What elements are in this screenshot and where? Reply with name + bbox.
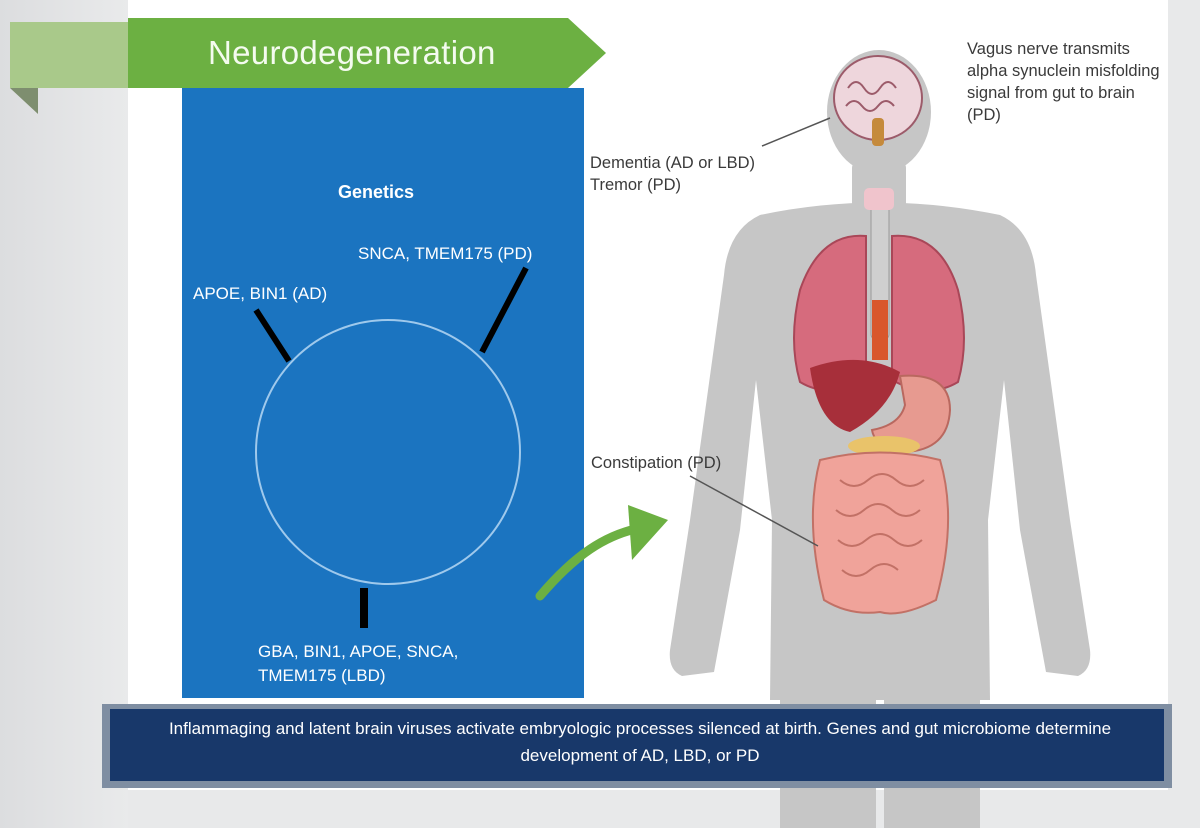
lungs-icon xyxy=(793,234,965,392)
connector-ad xyxy=(253,308,292,363)
leader-constipation xyxy=(689,475,819,547)
intestines-icon xyxy=(811,451,950,615)
banner-ribbon-tail xyxy=(10,22,134,88)
connector-pd xyxy=(479,266,529,354)
title-banner xyxy=(128,18,568,88)
tremor-label: Tremor (PD) xyxy=(590,176,682,194)
banner-title: Neurodegeneration xyxy=(208,34,496,71)
lbd-genes-label: GBA, BIN1, APOE, SNCA, TMEM175 (LBD) xyxy=(258,642,459,685)
footer-panel xyxy=(110,709,1164,781)
genetics-circle xyxy=(255,319,521,585)
brain-icon xyxy=(833,55,923,146)
genetics-title: Genetics xyxy=(338,182,415,202)
vagus-nerve-note: Vagus nerve transmits alpha synuclein mi… xyxy=(967,40,1160,124)
banner-ribbon-fold xyxy=(10,88,38,114)
ad-genes-label: APOE, BIN1 (AD) xyxy=(193,284,328,303)
esophagus xyxy=(872,300,888,360)
pancreas-icon xyxy=(848,436,920,456)
genetics-panel xyxy=(182,88,584,698)
constipation-note: Constipation (PD) xyxy=(591,454,722,472)
left-margin-shade xyxy=(0,0,128,828)
leader-dementia xyxy=(761,117,831,147)
green-curved-arrow-icon xyxy=(535,505,668,601)
dementia-note: Dementia (AD or LBD) Tremor (PD) xyxy=(590,152,820,196)
pd-genes-label: SNCA, TMEM175 (PD) xyxy=(358,244,533,263)
dementia-label: Dementia (AD or LBD) xyxy=(590,154,756,172)
title-banner-tip xyxy=(568,18,606,88)
footer-text: Inflammaging and latent brain viruses ac… xyxy=(168,719,1112,765)
liver-icon xyxy=(810,359,900,432)
